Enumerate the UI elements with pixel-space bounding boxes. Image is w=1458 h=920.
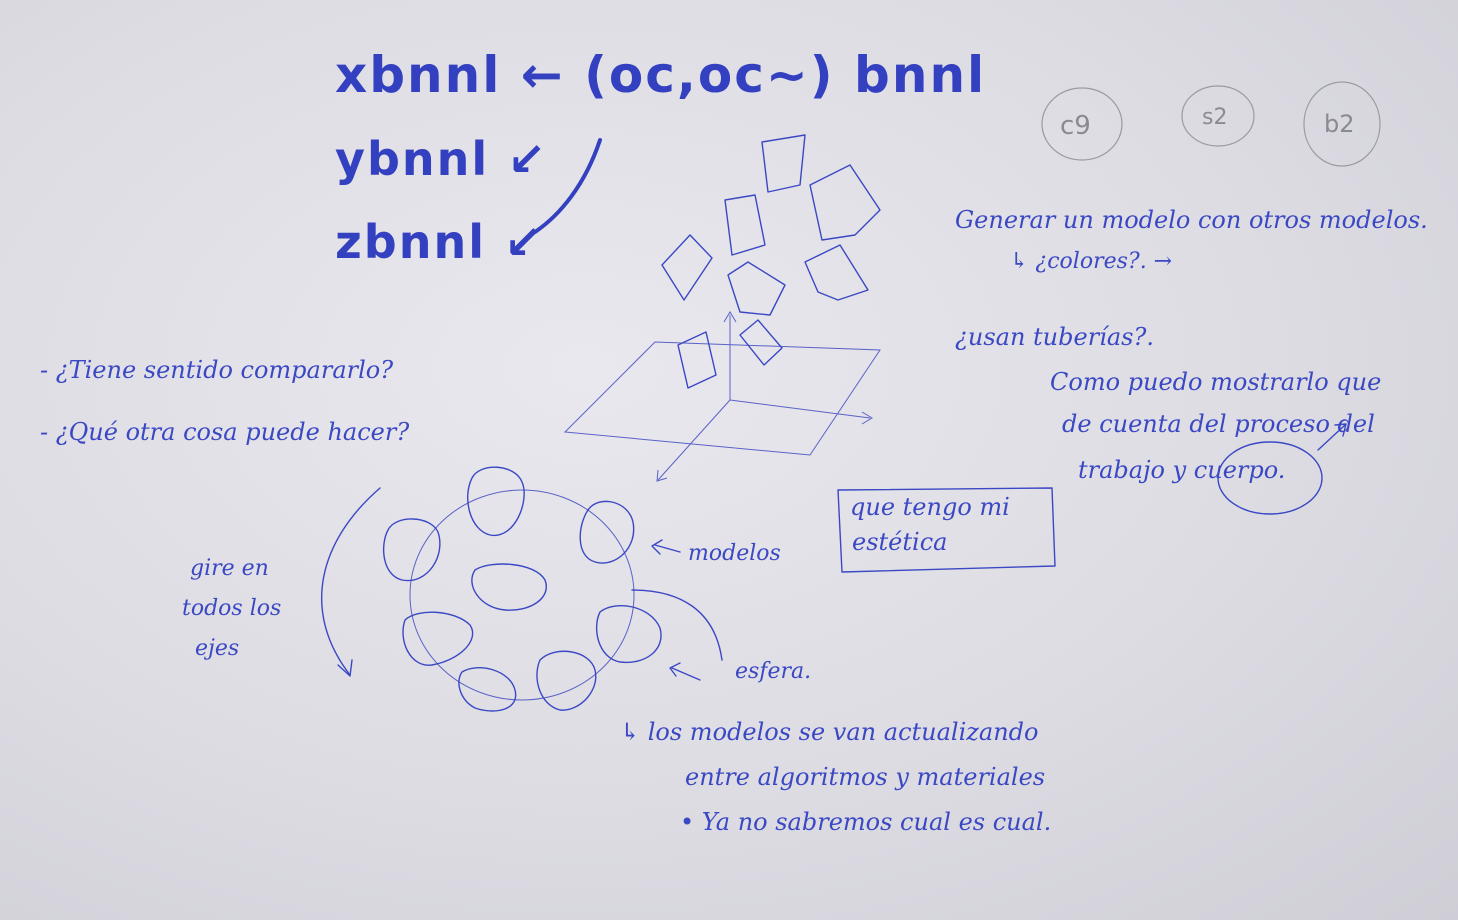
pencil-circle-1: c9	[1041, 87, 1123, 161]
rotation-arrow	[320, 487, 381, 676]
bottom-note-line3: • Ya no sabremos cual es cual.	[680, 808, 1051, 836]
marker-note-line2: ybnnl ↙	[335, 132, 548, 186]
axis-y-arrowhead	[656, 469, 668, 482]
pencil-circle-2: s2	[1181, 85, 1255, 147]
left-question-2: - ¿Qué otra cosa puede hacer?	[40, 418, 409, 446]
rotation-arrowhead	[337, 659, 353, 677]
pencil-mark-3: b2	[1324, 110, 1355, 138]
ground-plane	[563, 341, 881, 456]
rotate-label-line3: ejes	[195, 636, 239, 661]
bottom-note-line1: ↳ los modelos se van actualizando	[620, 718, 1039, 746]
axis-x-arrowhead	[861, 411, 873, 425]
axis-vertical-arrowhead	[723, 311, 737, 323]
bottom-note-line2: entre algoritmos y materiales	[685, 763, 1045, 791]
circled-word	[1217, 441, 1323, 515]
esfera-arrow-2	[669, 662, 701, 681]
esfera-arrow-1	[631, 589, 723, 661]
marker-note-line3: zbnnl ↙	[335, 215, 545, 269]
axis-x	[729, 399, 871, 419]
modelos-label: modelos	[688, 541, 781, 566]
sphere-sketch	[382, 466, 662, 712]
pencil-mark-2: s2	[1202, 105, 1227, 130]
axes-sketch	[563, 311, 881, 482]
modelos-arrow	[651, 539, 681, 555]
sphere-outline	[409, 489, 635, 701]
right-note-line5: de cuenta del proceso del	[1062, 410, 1375, 438]
floating-models	[661, 134, 881, 389]
right-note-line4: Como puedo mostrarlo que	[1050, 368, 1381, 396]
pencil-circle-3: b2	[1303, 81, 1381, 167]
marker-arrow-curve	[533, 138, 602, 234]
axis-y	[657, 399, 731, 481]
box-note-line2: estética	[852, 528, 947, 556]
right-note-line6: trabajo y cuerpo.	[1078, 456, 1285, 484]
rotate-label-line1: gire en	[190, 556, 269, 581]
esfera-label: esfera.	[735, 659, 811, 684]
right-note-line2: ↳ ¿colores?. →	[1010, 249, 1172, 274]
right-note-line3: ¿usan tuberías?.	[955, 323, 1154, 351]
left-question-1: - ¿Tiene sentido compararlo?	[40, 356, 393, 384]
marker-note-line1: xbnnl ← (oc,oc~) bnnl	[335, 46, 986, 104]
pencil-mark-1: c9	[1060, 111, 1091, 141]
rotate-label-line2: todos los	[182, 596, 281, 621]
circled-word-arrow	[1317, 423, 1347, 451]
box-note-frame	[837, 487, 1056, 573]
box-note-line1: que tengo mi	[850, 493, 1010, 521]
right-note-line1: Generar un modelo con otros modelos.	[955, 206, 1428, 234]
